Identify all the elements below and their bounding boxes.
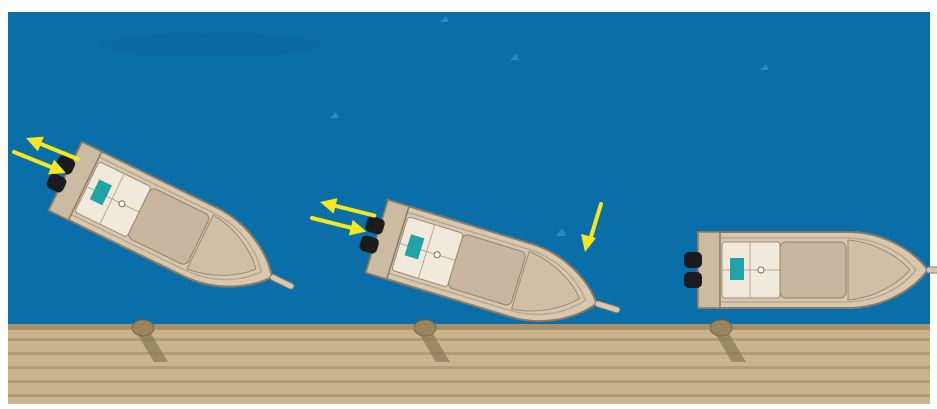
dock xyxy=(8,320,930,404)
